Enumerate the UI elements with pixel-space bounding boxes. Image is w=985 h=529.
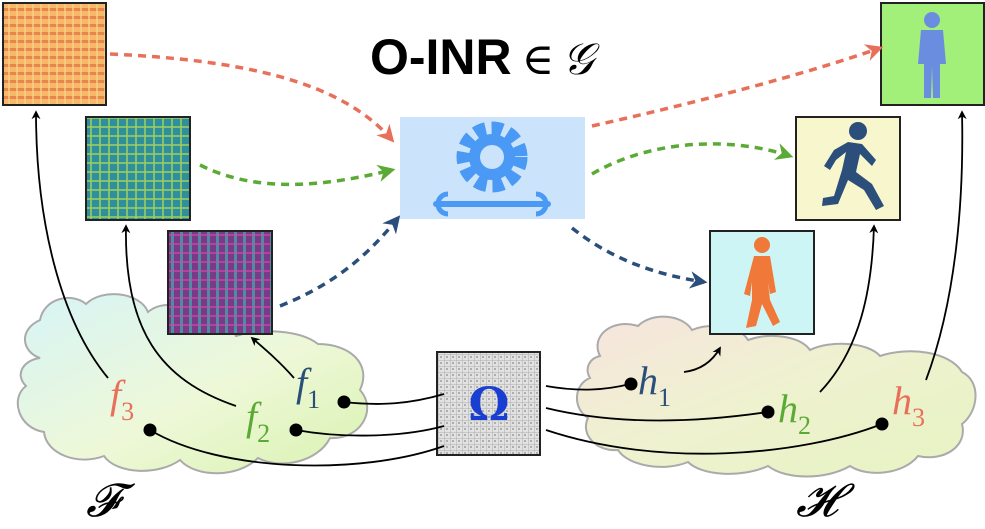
input-texture-orange bbox=[2, 2, 107, 106]
input-texture-teal bbox=[85, 116, 191, 221]
curve-f3-to-orange bbox=[31, 110, 109, 379]
dot-f1 bbox=[337, 395, 351, 409]
curve-h3-to-standing bbox=[925, 110, 967, 381]
curve-omega-to-h3 bbox=[545, 423, 883, 455]
input-texture-purple bbox=[167, 230, 273, 335]
flow-arrow-orange-out bbox=[591, 44, 884, 128]
label-space-F: 𝓕 bbox=[86, 473, 136, 527]
domain-omega-symbol: Ω bbox=[469, 377, 510, 431]
flow-arrow-orange-in bbox=[109, 52, 395, 143]
running-person-icon bbox=[822, 122, 884, 210]
domain-box bbox=[436, 351, 541, 456]
curve-h2-to-running bbox=[819, 224, 879, 393]
dot-h1 bbox=[624, 377, 638, 391]
dot-h3 bbox=[875, 417, 889, 431]
flow-arrow-purple-in bbox=[279, 215, 401, 308]
right-function-space-cloud bbox=[576, 315, 977, 478]
curve-omega-to-h2 bbox=[545, 407, 769, 422]
gear-wrench-icon bbox=[433, 121, 551, 217]
left-function-space-cloud bbox=[16, 293, 369, 475]
curve-f1-to-purple bbox=[250, 336, 295, 379]
dot-h2 bbox=[761, 405, 775, 419]
flow-arrow-blue-out bbox=[570, 226, 708, 289]
standing-person-icon bbox=[918, 12, 946, 98]
label-h1: h1 bbox=[638, 358, 671, 412]
curve-omega-to-f3 bbox=[149, 429, 445, 467]
label-space-H: 𝓗 bbox=[796, 473, 855, 527]
flow-arrow-teal-in bbox=[199, 163, 396, 187]
label-h3: h3 bbox=[892, 378, 925, 432]
curve-f2-to-teal bbox=[121, 224, 237, 407]
curve-omega-to-f2 bbox=[295, 425, 445, 437]
dot-f3 bbox=[143, 423, 157, 437]
curve-omega-to-h1 bbox=[545, 383, 631, 391]
walking-person-icon bbox=[744, 237, 780, 328]
diagram-title: O-INR∈𝒢 bbox=[370, 29, 600, 85]
curve-omega-to-f1 bbox=[343, 393, 445, 405]
label-h2: h2 bbox=[778, 386, 811, 440]
flow-arrow-green-out bbox=[591, 142, 794, 176]
curve-h1-to-walking bbox=[683, 346, 721, 373]
dot-f2 bbox=[289, 423, 303, 437]
